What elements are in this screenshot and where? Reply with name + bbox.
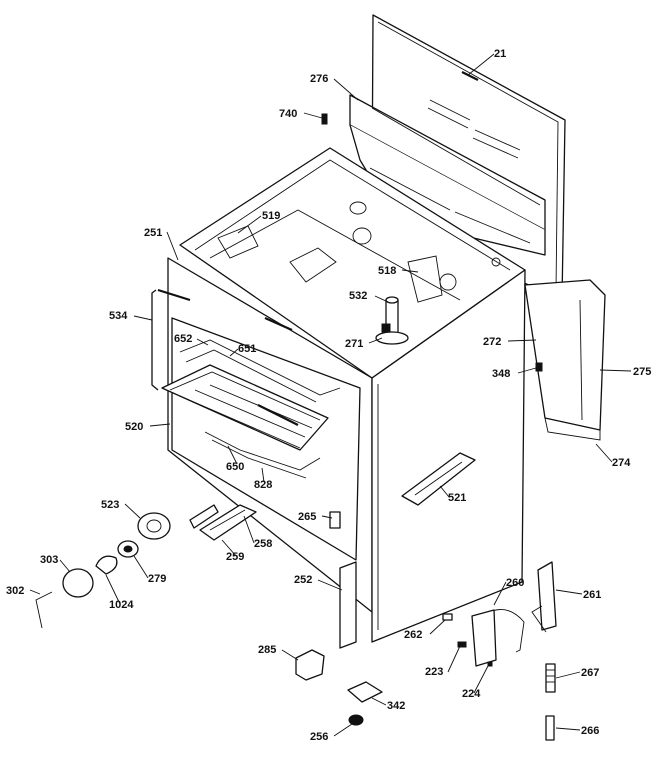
callout-303: 303 xyxy=(40,554,58,566)
callout-258: 258 xyxy=(254,538,272,550)
callout-267: 267 xyxy=(581,667,599,679)
callout-266: 266 xyxy=(581,725,599,737)
part-leveling-leg xyxy=(348,714,364,726)
part-broil-element xyxy=(179,339,341,403)
part-hinge-spring xyxy=(545,663,556,693)
part-side-spacer xyxy=(401,452,476,506)
part-spring-rod xyxy=(545,715,555,741)
part-drawer-slide-bracket xyxy=(189,504,219,529)
callout-274: 274 xyxy=(612,457,631,469)
part-sensor-bracket xyxy=(375,323,409,345)
part-door-hinge xyxy=(531,561,557,633)
part-vent-duct xyxy=(349,94,546,256)
callout-260: 260 xyxy=(506,577,524,589)
callout-520: 520 xyxy=(125,421,143,433)
callout-265: 265 xyxy=(298,511,316,523)
part-door-handle xyxy=(151,288,191,391)
part-hinge-receiver xyxy=(471,609,525,667)
part-screw-224 xyxy=(487,661,493,667)
part-light-bulb xyxy=(95,555,118,575)
callout-256: 256 xyxy=(310,731,328,743)
callout-519: 519 xyxy=(262,210,280,222)
part-oven-rack xyxy=(161,364,329,451)
callout-272: 272 xyxy=(483,336,501,348)
part-cabinet-side xyxy=(371,269,526,643)
callout-labels: 21 276 740 519 251 518 532 534 652 651 2… xyxy=(6,48,651,743)
part-leveling-bracket xyxy=(347,681,383,703)
part-screw-348 xyxy=(535,362,543,372)
callout-259: 259 xyxy=(226,551,244,563)
callout-652: 652 xyxy=(174,333,192,345)
callout-21: 21 xyxy=(494,48,506,60)
leader-lines xyxy=(29,53,632,737)
callout-532: 532 xyxy=(349,290,367,302)
part-trim-strip xyxy=(339,561,357,649)
part-lamp-receptacle xyxy=(117,540,139,558)
callout-828: 828 xyxy=(254,479,272,491)
callout-650: 650 xyxy=(226,461,244,473)
callout-651: 651 xyxy=(238,343,256,355)
callout-224: 224 xyxy=(462,688,481,700)
callout-342: 342 xyxy=(387,700,405,712)
part-clip-262 xyxy=(442,613,453,621)
part-terminal-block xyxy=(295,649,325,681)
part-screw-740 xyxy=(321,113,328,125)
part-bake-element xyxy=(204,431,321,479)
callout-523: 523 xyxy=(101,499,119,511)
callout-740: 740 xyxy=(279,108,297,120)
callout-348: 348 xyxy=(492,368,510,380)
callout-518: 518 xyxy=(378,265,396,277)
callout-223: 223 xyxy=(425,666,443,678)
callout-1024: 1024 xyxy=(109,599,134,611)
callout-276: 276 xyxy=(310,73,328,85)
callout-275: 275 xyxy=(633,366,651,378)
callout-285: 285 xyxy=(258,644,276,656)
callout-271: 271 xyxy=(345,338,363,350)
callout-534: 534 xyxy=(109,310,128,322)
part-light-lens xyxy=(62,568,94,598)
part-rear-cover xyxy=(524,279,606,441)
part-screw-223 xyxy=(457,641,467,648)
part-light-housing xyxy=(137,512,171,540)
callout-521: 521 xyxy=(448,492,466,504)
part-door-latch xyxy=(329,511,341,529)
callout-251: 251 xyxy=(144,227,162,239)
part-drawer-slide xyxy=(199,504,257,541)
callout-302: 302 xyxy=(6,585,24,597)
callout-279: 279 xyxy=(148,573,166,585)
callout-252: 252 xyxy=(294,574,312,586)
callout-262: 262 xyxy=(404,629,422,641)
callout-261: 261 xyxy=(583,589,601,601)
part-lens-retainer xyxy=(35,591,53,629)
